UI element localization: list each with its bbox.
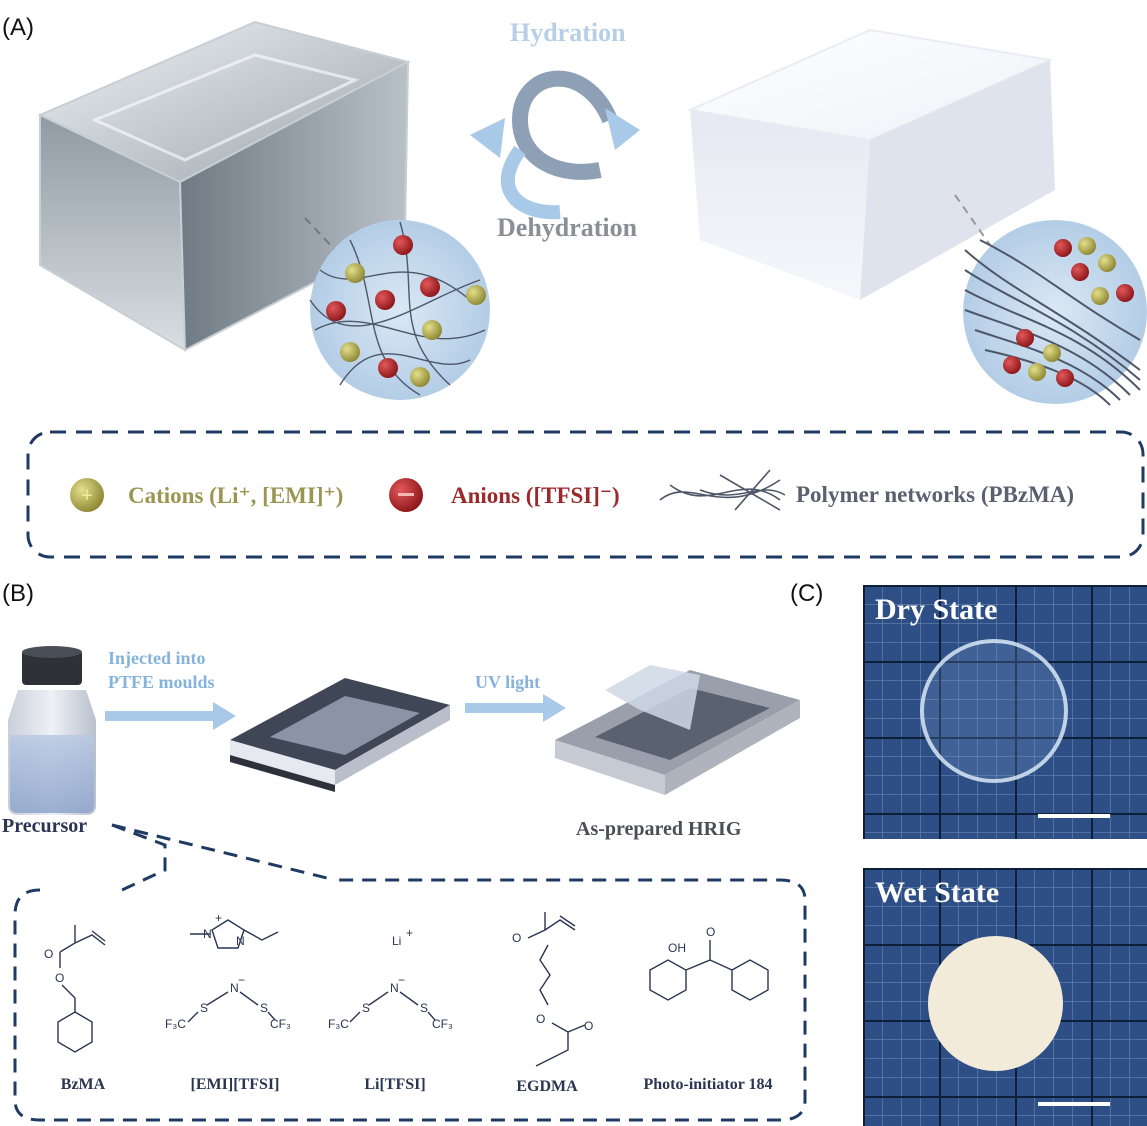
svg-text:S: S [362,1001,370,1015]
svg-text:CF₃: CF₃ [432,1017,453,1031]
wet-network-bubble [963,220,1147,406]
svg-text:S: S [200,1001,208,1015]
scale-bar-dry [1038,814,1110,818]
panel-label-a: (A) [2,14,34,41]
cation-legend-label: Cations (Li⁺, [EMI]⁺) [128,483,344,508]
cation-icon [345,263,365,283]
svg-text:−: − [238,973,245,987]
svg-text:O: O [584,1019,593,1033]
svg-text:O: O [536,1012,545,1026]
cation-icon [1043,344,1061,362]
panel-label-b: (B) [2,580,34,607]
chem-name-emi-tfsi: [EMI][TFSI] [190,1076,280,1093]
chem-name-bzma: BzMA [60,1076,106,1093]
step-uv-label: UV light [475,672,541,692]
svg-text:S: S [420,1001,428,1015]
result-label: As-prepared HRIG [576,818,742,840]
step-inject-line1: Injected into [108,648,206,668]
svg-text:O: O [512,931,521,945]
chemicals-box [13,878,807,1122]
svg-text:OH: OH [668,941,686,955]
scale-bar-wet [1038,1102,1110,1106]
svg-text:O: O [706,925,715,939]
bzma-structure: O O [44,925,106,1053]
svg-text:S: S [260,1001,268,1015]
anion-icon [1003,356,1021,374]
photoinitiator-structure: OH O [649,925,769,1001]
cation-icon [1078,237,1096,255]
svg-text:N: N [236,934,245,948]
svg-text:F₃C: F₃C [328,1017,349,1031]
chem-name-photoinitiator: Photo-initiator 184 [643,1076,773,1093]
svg-text:Li: Li [392,934,401,948]
anion-legend-icon [389,478,423,512]
cycle-arrows [470,70,640,220]
cation-icon [1028,363,1046,381]
ptfe-mould-cured [555,665,800,795]
hydration-label: Hydration [510,18,626,47]
panel-b-graphic: O O N N + N − S S F₃C CF₃ Li + [8,646,807,1122]
cation-icon [1091,287,1109,305]
polymer-legend-icon [659,469,786,511]
anion-icon [1016,329,1034,347]
anion-legend-label: Anions ([TFSI]⁻) [451,483,620,508]
polymer-legend-label: Polymer networks (PBzMA) [796,482,1075,507]
panel-a-graphic: + [26,20,1147,559]
svg-text:N: N [203,927,212,941]
anion-icon [378,358,398,378]
dry-state-label: Dry State [875,593,998,626]
precursor-bottle [8,646,96,815]
wet-gel-block [686,28,1055,300]
anion-icon [1071,263,1089,281]
svg-text:O: O [55,971,64,985]
cation-icon [410,367,430,387]
anion-icon [1056,369,1074,387]
wet-state-label: Wet State [875,876,1000,909]
dry-gel-block [37,20,411,352]
svg-text:+: + [406,926,413,940]
anion-icon [1054,239,1072,257]
anion-icon [1116,284,1134,302]
emi-tfsi-structure: N N + N − S S F₃C CF₃ [165,911,291,1031]
arrow-uv [465,694,566,722]
arrow-inject [105,702,236,730]
wet-disk [928,936,1063,1071]
ptfe-mould-filled [230,678,450,792]
dry-network-bubble [309,220,490,400]
panel-label-c: (C) [790,580,824,607]
svg-text:+: + [215,911,222,925]
egdma-structure: O O O [512,912,593,1067]
step-inject-line2: PTFE moulds [108,672,215,692]
legend-box [26,430,1145,559]
anion-icon [420,277,440,297]
cation-legend-icon: + [70,478,104,512]
svg-text:O: O [44,947,53,961]
svg-text:CF₃: CF₃ [270,1017,291,1031]
dehydration-label: Dehydration [497,213,638,242]
anion-icon [326,301,346,321]
svg-text:N: N [230,981,239,995]
li-tfsi-structure: Li + N − S S F₃C CF₃ [328,926,453,1031]
dry-disk [920,639,1068,783]
svg-text:+: + [81,485,93,507]
cation-icon [466,285,486,305]
precursor-label: Precursor [2,815,88,837]
anion-icon [393,235,413,255]
chem-name-li-tfsi: Li[TFSI] [364,1076,426,1093]
cation-icon [422,320,442,340]
anion-icon [375,290,395,310]
dry-state-photo: Dry State [863,585,1147,839]
svg-text:−: − [398,973,405,987]
cation-icon [340,342,360,362]
svg-text:N: N [390,981,399,995]
wet-state-photo: Wet State [863,868,1147,1126]
svg-text:F₃C: F₃C [165,1017,186,1031]
chem-name-egdma: EGDMA [516,1078,578,1095]
cation-icon [1098,254,1116,272]
